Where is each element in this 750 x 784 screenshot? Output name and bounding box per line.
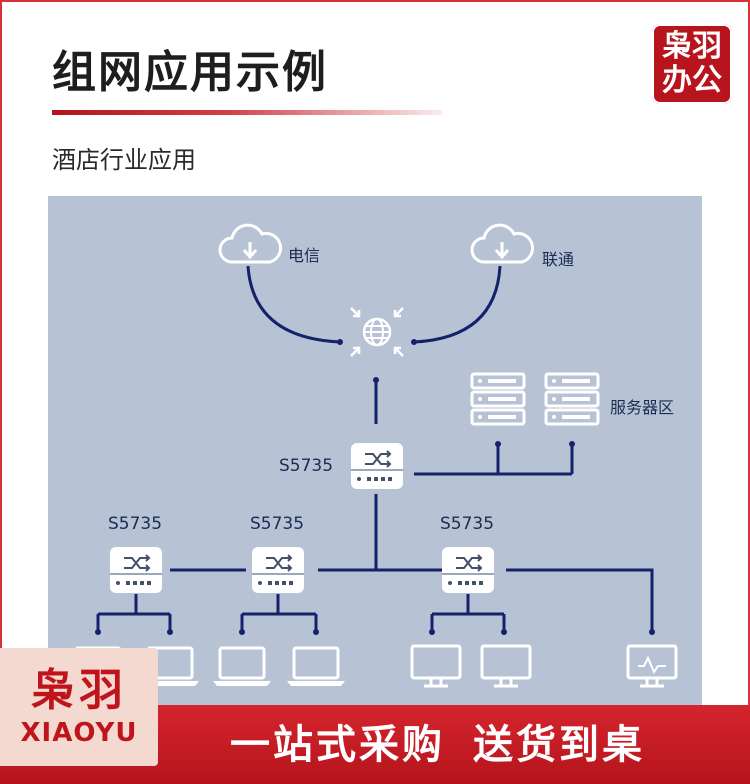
- brand-logo: 枭羽 XIAOYU: [0, 648, 158, 766]
- access-switch-3-label: S5735: [440, 514, 495, 534]
- promo-banner-right: 送货到桌: [473, 722, 645, 768]
- brand-logo-en: XIAOYU: [20, 718, 138, 748]
- promo-banner-text: 一站式采购送货到桌: [230, 712, 645, 770]
- brand-logo-cn: 枭羽: [31, 665, 127, 716]
- surveillance-screen-icon: [626, 644, 678, 688]
- access-switch-2-icon: [251, 546, 305, 594]
- desktop-monitor-icon-1: [410, 644, 462, 688]
- brand-seal: 枭羽 办公: [652, 24, 732, 104]
- title-underline: [52, 110, 442, 115]
- server-icon-1: [470, 372, 526, 426]
- page-subtitle: 酒店行业应用: [52, 146, 196, 174]
- isp-unicom-cloud-icon: [470, 223, 535, 264]
- access-switch-2-label: S5735: [250, 514, 305, 534]
- brand-seal-line2: 办公: [662, 63, 722, 98]
- connection-endpoints: [95, 339, 655, 635]
- server-icon-2: [544, 372, 600, 426]
- laptop-icon-3: [211, 646, 273, 688]
- server-zone-label: 服务器区: [610, 398, 675, 417]
- page-title: 组网应用示例: [52, 47, 328, 98]
- isp-telecom-label: 电信: [288, 246, 321, 265]
- isp-telecom-cloud-icon: [218, 223, 283, 264]
- isp-unicom-label: 联通: [542, 250, 575, 269]
- access-switch-3-icon: [441, 546, 495, 594]
- core-switch-label: S5735: [279, 456, 334, 476]
- internet-globe-icon: [350, 307, 404, 357]
- desktop-monitor-icon-2: [480, 644, 532, 688]
- network-diagram-canvas: [67, 223, 678, 688]
- network-diagram: 电信 联通 服务器区 S5735 S5735 S5735 S5735: [48, 196, 702, 708]
- brand-seal-line1: 枭羽: [662, 29, 722, 64]
- access-switch-1-icon: [109, 546, 163, 594]
- connection-lines: [96, 265, 654, 632]
- promo-banner-left: 一站式采购: [230, 722, 445, 768]
- access-switch-1-label: S5735: [108, 514, 163, 534]
- laptop-icon-4: [285, 646, 347, 688]
- core-switch-icon: [350, 442, 404, 490]
